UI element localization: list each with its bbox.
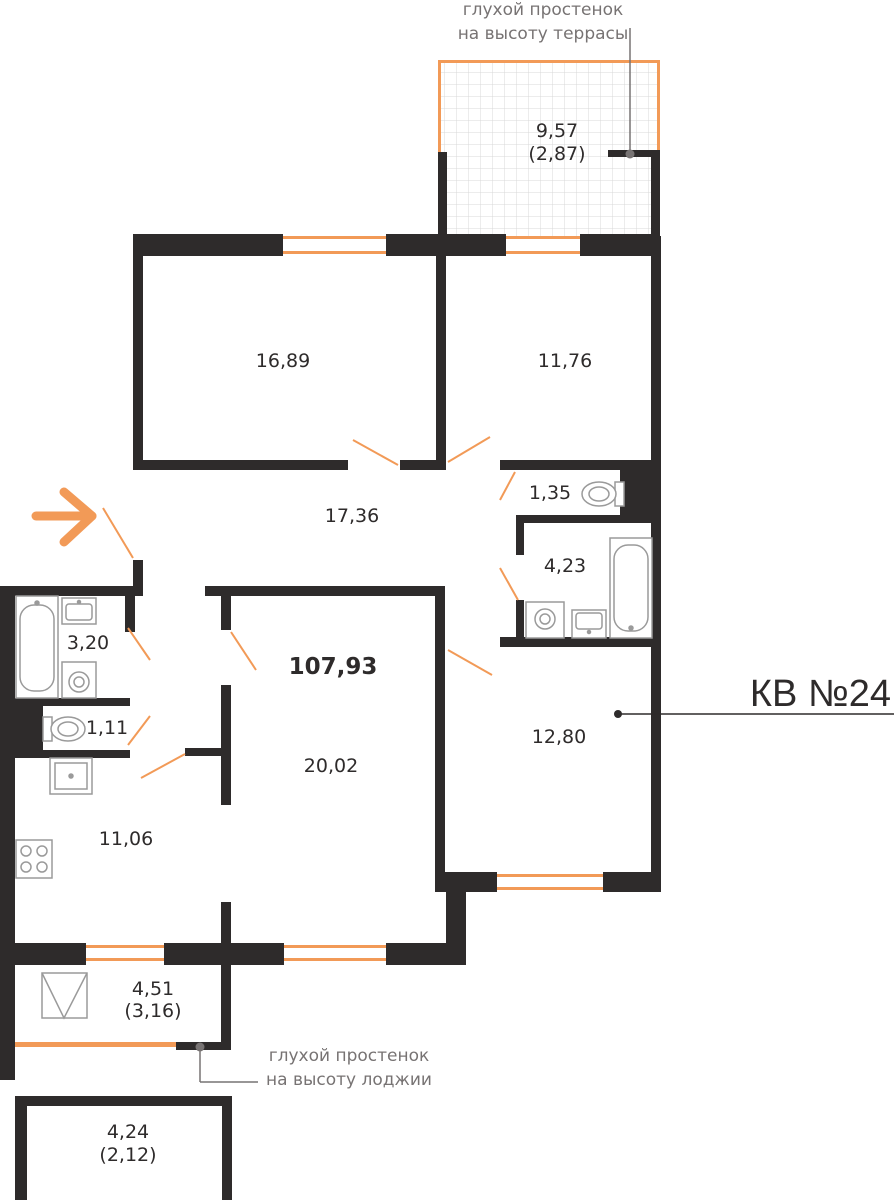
terrace-note-line1: глухой простенок (463, 0, 624, 20)
loggia-note-line1: глухой простенок (269, 1046, 430, 1066)
bedroom3-area: 12,80 (532, 726, 586, 748)
kitchen-area: 11,06 (99, 828, 153, 850)
doors (102, 436, 519, 779)
walls (0, 234, 661, 1200)
sink-icon (571, 609, 607, 639)
bathtub-icon (609, 537, 653, 639)
balcony-reduced-area: (2,12) (99, 1144, 156, 1166)
toilet-icon (42, 716, 86, 742)
washing-machine-icon (525, 601, 565, 639)
leader-lines (199, 28, 894, 1083)
bedroom2-area: 11,76 (538, 350, 592, 372)
sink-icon (61, 597, 97, 625)
loggia-reduced-area: (3,16) (124, 1000, 181, 1022)
wc-top-area: 1,35 (529, 482, 571, 504)
terrace-area: 9,57 (536, 120, 578, 142)
total-area: 107,93 (289, 654, 378, 680)
loggia-leader-dot (195, 1042, 205, 1052)
terrace (438, 60, 660, 236)
bath-right-area: 4,23 (544, 555, 586, 577)
toilet-icon (581, 481, 625, 507)
ventilation-shaft-icon (41, 972, 88, 1020)
bathtub-icon (15, 595, 59, 699)
balcony-area: 4,24 (107, 1121, 149, 1143)
stove-icon (15, 839, 53, 879)
hall-area: 17,36 (325, 505, 379, 527)
apartment-leader-dot (614, 710, 622, 718)
windows (15, 236, 603, 1047)
shower-tray-icon (49, 757, 93, 795)
entrance-arrow-icon (31, 487, 97, 547)
loggia-area: 4,51 (132, 978, 174, 1000)
bath-left-area: 3,20 (67, 632, 109, 654)
terrace-leader-dot (625, 149, 635, 159)
wc-left-area: 1,11 (86, 717, 128, 739)
terrace-reduced-area: (2,87) (528, 143, 585, 165)
terrace-note-line2: на высоту террасы (458, 24, 629, 44)
apartment-number: КВ №24 (750, 673, 891, 715)
living-area: 20,02 (304, 755, 358, 777)
washing-machine-icon (61, 661, 97, 699)
bedroom1-area: 16,89 (256, 350, 310, 372)
loggia-note-line2: на высоту лоджии (266, 1070, 432, 1090)
